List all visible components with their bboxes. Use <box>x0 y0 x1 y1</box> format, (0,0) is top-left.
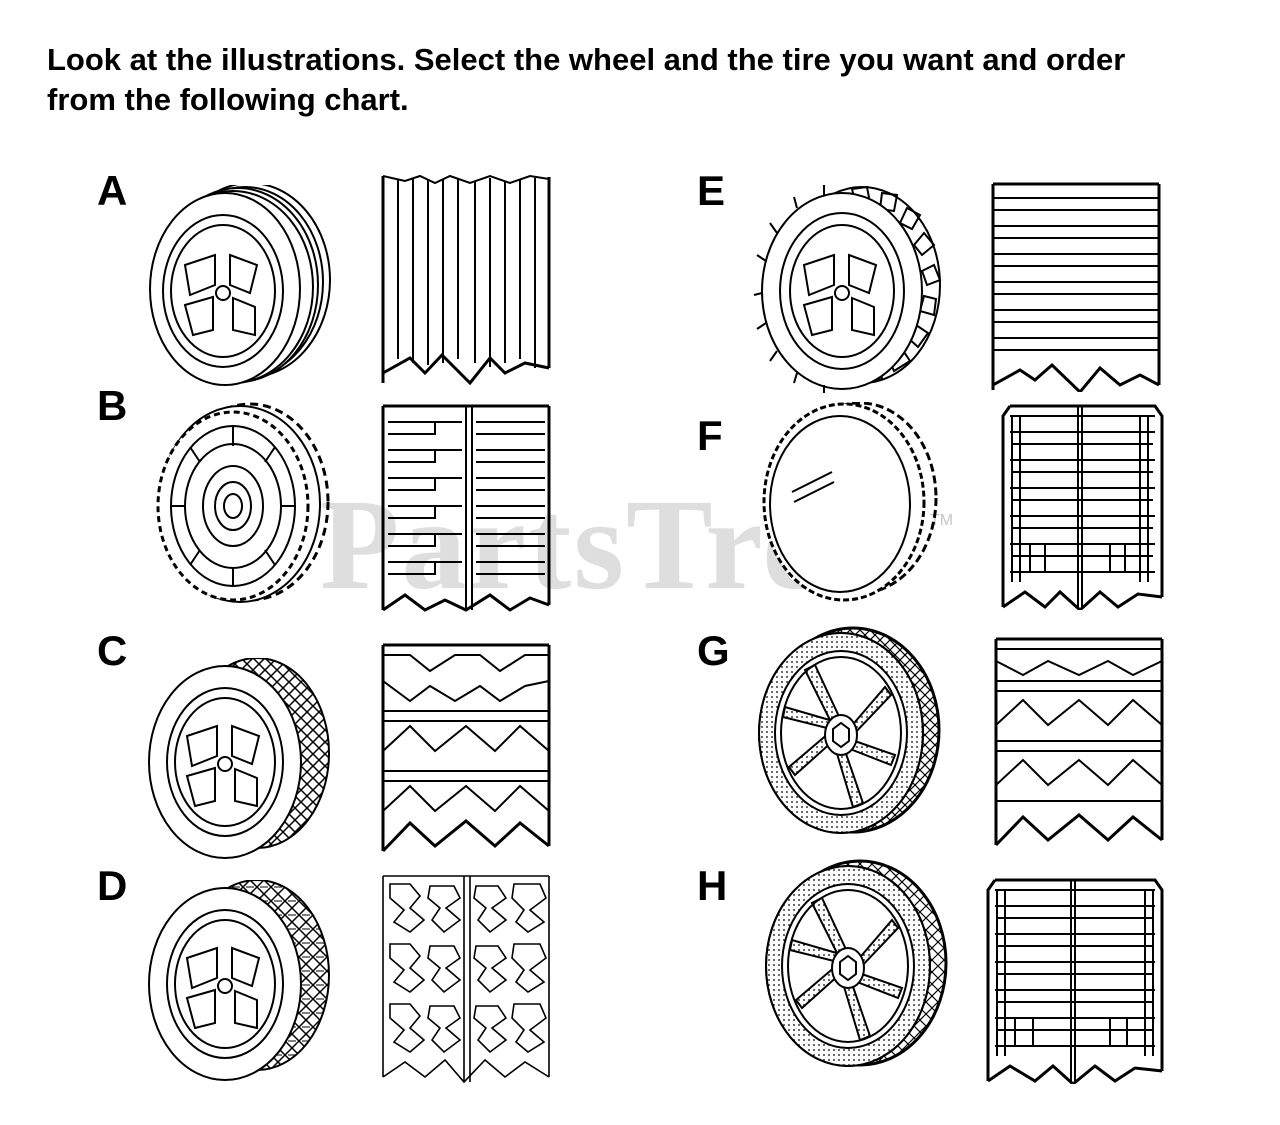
instructions-heading: Look at the illustrations. Select the wh… <box>47 40 1257 120</box>
wheel-a-icon <box>145 185 335 390</box>
option-label-g: G <box>697 627 730 674</box>
wheel-g-icon <box>745 625 945 840</box>
tread-a-icon <box>380 173 552 385</box>
option-label-h: H <box>697 862 728 909</box>
tread-e-icon <box>990 180 1162 392</box>
tread-f-icon <box>1000 402 1165 610</box>
tread-h-icon <box>985 876 1165 1084</box>
option-label-a: A <box>97 167 128 214</box>
option-label-b: B <box>97 382 128 429</box>
tread-d-icon <box>380 872 552 1084</box>
tread-c-icon <box>380 641 552 853</box>
option-label-c: C <box>97 627 128 674</box>
wheel-b-icon <box>145 402 335 612</box>
tread-g-icon <box>993 635 1165 847</box>
wheel-h-icon <box>752 858 952 1073</box>
wheel-d-icon <box>145 880 335 1085</box>
instructions-line-2: from the following chart. <box>47 82 409 117</box>
option-label-f: F <box>697 412 723 459</box>
tread-b-icon <box>380 400 552 612</box>
instructions-line-1: Look at the illustrations. Select the wh… <box>47 42 1126 77</box>
wheel-c-icon <box>145 658 335 863</box>
wheel-e-icon <box>752 183 952 393</box>
option-label-d: D <box>97 862 128 909</box>
option-label-e: E <box>697 167 726 214</box>
wheel-f-icon <box>752 402 942 607</box>
